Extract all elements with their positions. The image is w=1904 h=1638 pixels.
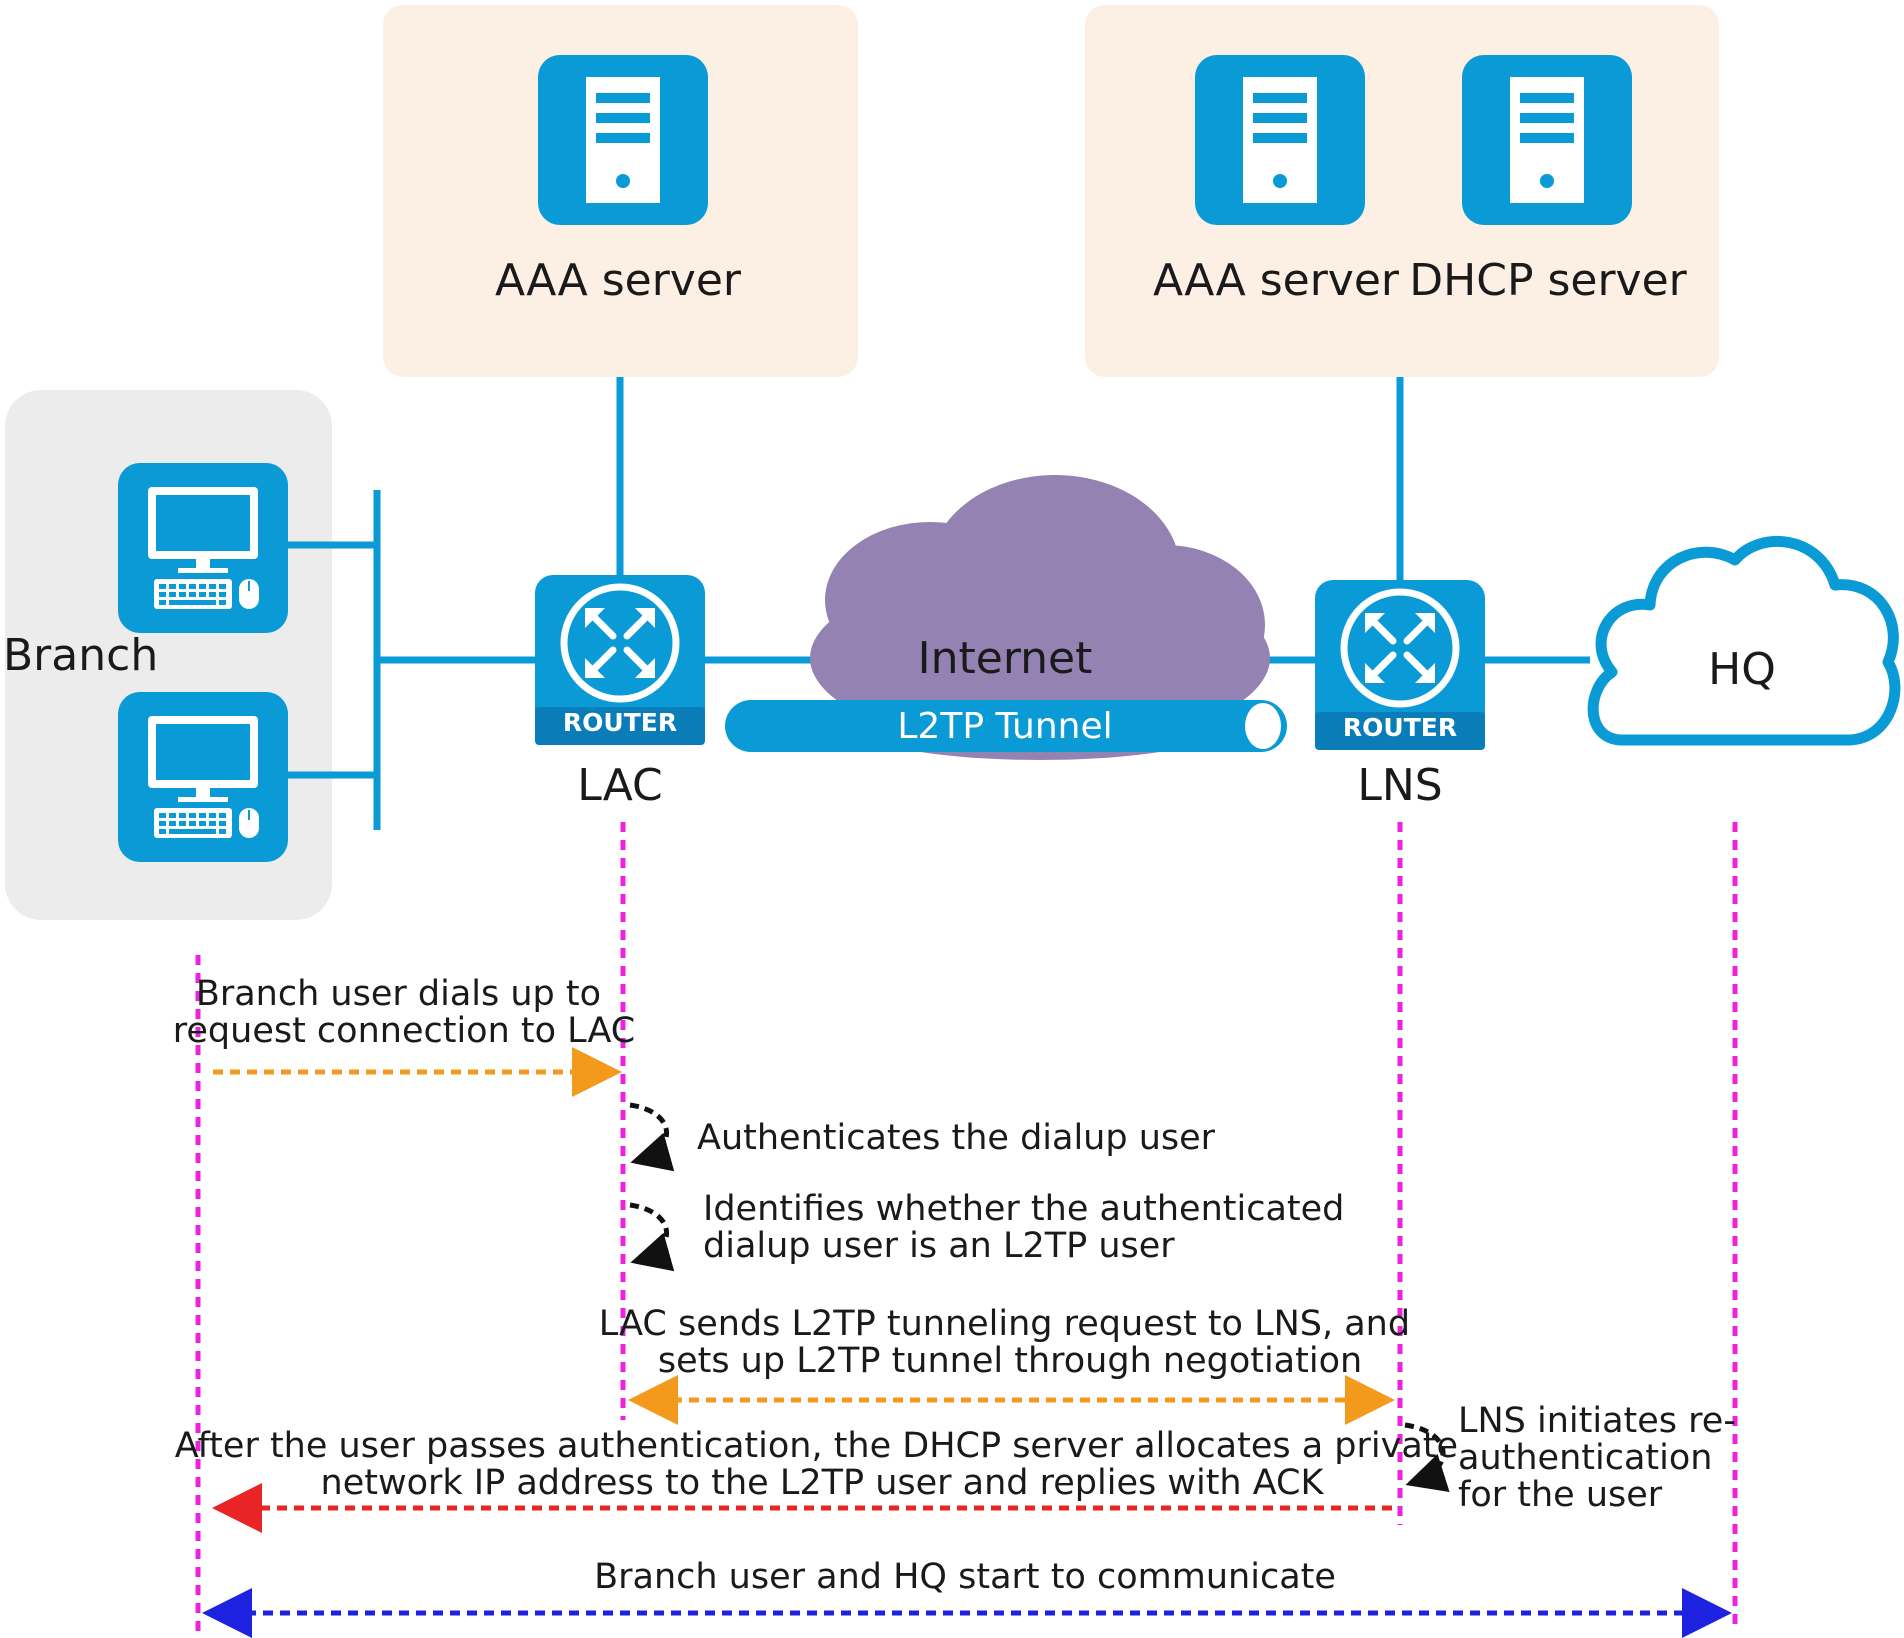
step2-text: Authenticates the dialup user [697,1118,1216,1158]
step1-text: Branch user dials up to request connecti… [173,974,635,1051]
hq-label: HQ [1708,644,1776,695]
branch-label: Branch [3,630,158,681]
step3-self-arrow [629,1202,675,1272]
lns-dhcp-label: DHCP server [1409,255,1687,306]
lac-aaa-server-icon [538,55,708,225]
lns-aaa-label: AAA server [1153,255,1400,306]
lns-dhcp-server-icon [1462,55,1632,225]
step2-self-arrow [629,1102,675,1172]
internet-label: Internet [918,633,1093,684]
step7-text: Branch user and HQ start to communicate [594,1557,1336,1597]
tunnel-label: L2TP Tunnel [897,706,1112,747]
l2tp-tunnel [725,700,1287,752]
lifelines [195,822,1738,1638]
step6-self-arrow [1404,1422,1450,1493]
lac-router-badge: ROUTER [563,708,677,737]
lac-label: LAC [577,760,663,811]
step4-text: LAC sends L2TP tunneling request to LNS,… [599,1304,1421,1381]
hq-cloud-icon [1587,535,1901,746]
lns-router-badge: ROUTER [1343,713,1457,742]
lns-aaa-server-icon [1195,55,1365,225]
branch-pc-icon-1 [117,462,289,634]
step6-text: LNS initiates re- authentication for the… [1458,1401,1747,1515]
lns-label: LNS [1357,760,1442,811]
lac-aaa-label: AAA server [495,255,742,306]
branch-pc-icon-2 [117,691,289,863]
step3-text: Identifies whether the authenticated dia… [703,1189,1356,1266]
step5-text: After the user passes authentication, th… [175,1426,1469,1503]
